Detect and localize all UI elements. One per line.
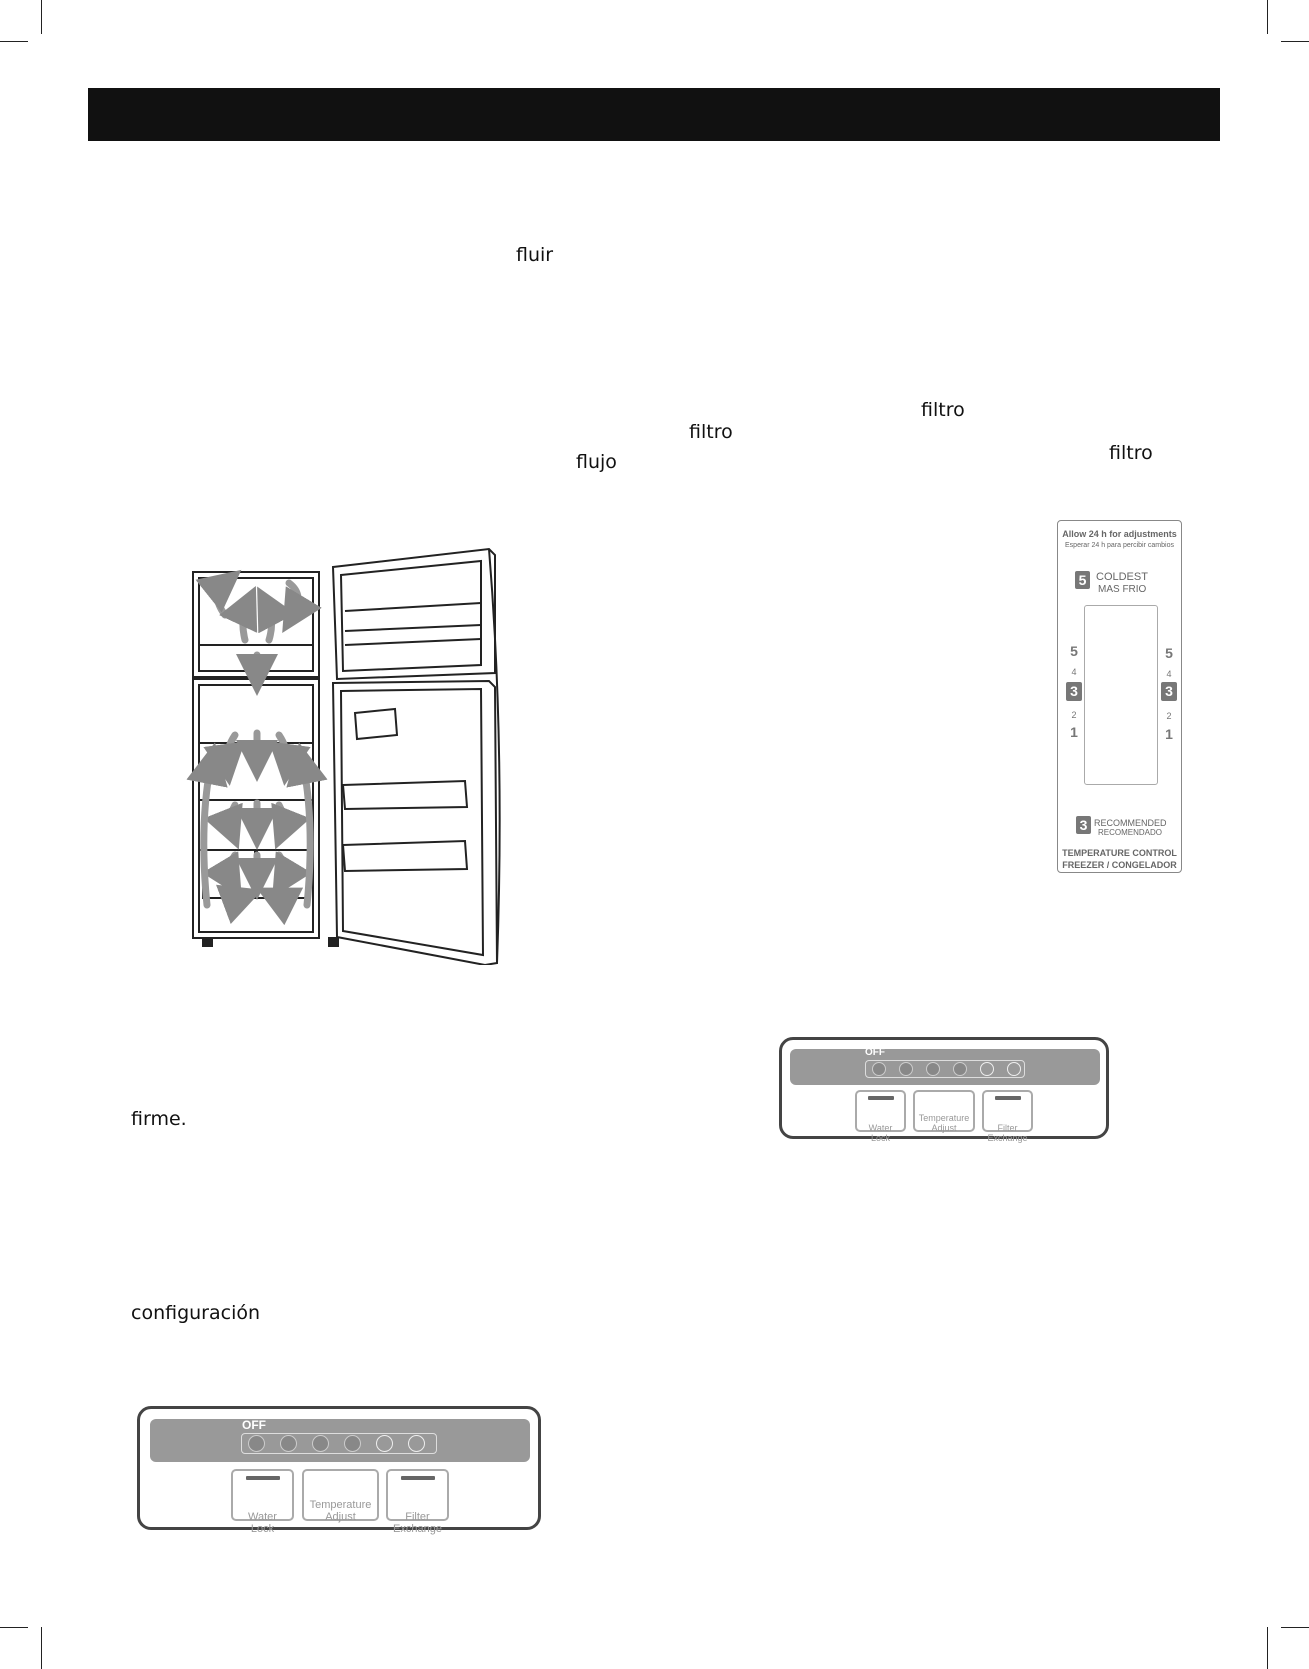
off-label: OFF	[865, 1047, 885, 1058]
recommended-label: RECOMMENDED	[1094, 818, 1167, 828]
filter-exchange-button[interactable]: Filter Exchange	[386, 1469, 449, 1535]
text-fluir: fluir	[516, 244, 554, 266]
text-filtro-3: filtro	[1109, 442, 1153, 464]
filter-exchange-button[interactable]: Filter Exchange	[982, 1090, 1033, 1143]
freezer-congelador-label: FREEZER / CONGELADOR	[1062, 860, 1177, 870]
level-indicator-track	[865, 1060, 1025, 1078]
level-dot	[899, 1062, 913, 1076]
crop-mark	[1267, 0, 1268, 34]
mas-frio-label: MAS FRIO	[1098, 584, 1147, 595]
control-panel-small: OFF Water Lock Temperature Adjust Filter…	[779, 1037, 1109, 1143]
level-dot	[312, 1435, 329, 1452]
water-lock-button[interactable]: Water Lock	[855, 1090, 906, 1143]
panel-strip	[790, 1049, 1100, 1085]
scale-left-4: 4	[1071, 667, 1077, 677]
filter-exchange-label: Filter Exchange	[987, 1122, 1028, 1143]
crop-mark	[1281, 41, 1309, 42]
panel-strip	[150, 1419, 530, 1462]
temperature-control-dial[interactable]: Allow 24 h for adjustments Esperar 24 h …	[1057, 520, 1182, 873]
scale-left-2: 2	[1071, 710, 1077, 720]
coldest-label: COLDEST	[1096, 571, 1148, 583]
off-label: OFF	[242, 1418, 266, 1432]
coldest-number-box: 5	[1075, 571, 1090, 589]
level-dot	[926, 1062, 940, 1076]
temperature-adjust-button[interactable]: Temperature Adjust	[302, 1469, 379, 1524]
crop-mark	[41, 1627, 42, 1669]
crop-mark	[0, 1627, 28, 1628]
level-dot	[980, 1062, 994, 1076]
crop-mark	[41, 0, 42, 34]
temperature-adjust-label: Temperature Adjust	[309, 1499, 372, 1524]
water-lock-indicator	[245, 1476, 280, 1480]
section-header-bar	[88, 88, 1220, 141]
level-dot	[344, 1435, 361, 1452]
refrigerator-airflow-illustration	[186, 547, 501, 965]
filter-exchange-indicator	[400, 1476, 435, 1480]
temperature-control-title: TEMPERATURE CONTROL	[1062, 848, 1177, 858]
level-dot	[408, 1435, 425, 1452]
level-dot	[953, 1062, 967, 1076]
dial-slider-slot[interactable]	[1084, 605, 1158, 785]
temperature-adjust-button[interactable]: Temperature Adjust	[913, 1090, 975, 1133]
water-lock-indicator	[867, 1096, 894, 1100]
level-indicator-track	[241, 1433, 437, 1454]
scale-left-5: 5	[1070, 643, 1078, 659]
text-flujo: flujo	[576, 451, 617, 473]
scale-right-4: 4	[1166, 669, 1172, 679]
scale-right-1: 1	[1165, 726, 1173, 742]
crop-mark	[1267, 1627, 1268, 1669]
scale-right-2: 2	[1166, 711, 1172, 721]
filter-exchange-indicator	[994, 1096, 1021, 1100]
text-firme: firme.	[131, 1108, 187, 1130]
level-dot	[1007, 1062, 1021, 1076]
scale-right-5: 5	[1165, 645, 1173, 661]
level-dot	[872, 1062, 886, 1076]
control-panel-large: OFF Water Lock Temperature Adjust Filter…	[137, 1406, 541, 1535]
text-filtro-2: filtro	[689, 421, 733, 443]
dial-allow-text: Allow 24 h for adjustments	[1062, 529, 1177, 539]
water-lock-label: Water Lock	[868, 1122, 893, 1143]
crop-mark	[0, 41, 28, 42]
level-dot	[376, 1435, 393, 1452]
scale-left-3-selected: 3	[1066, 682, 1082, 701]
temperature-adjust-label: Temperature Adjust	[918, 1112, 970, 1133]
scale-right-3-selected: 3	[1161, 682, 1177, 701]
recomendado-label: RECOMENDADO	[1098, 828, 1163, 837]
water-lock-button[interactable]: Water Lock	[231, 1469, 294, 1535]
crop-mark	[1281, 1627, 1309, 1628]
water-lock-label: Water Lock	[248, 1511, 277, 1536]
level-dot	[280, 1435, 297, 1452]
text-configuracion: configuración	[131, 1302, 261, 1324]
filter-exchange-label: Filter Exchange	[393, 1511, 442, 1536]
level-dot	[248, 1435, 265, 1452]
text-filtro-1: filtro	[921, 399, 965, 421]
scale-left-1: 1	[1070, 724, 1078, 740]
recommended-number-box: 3	[1076, 816, 1091, 834]
dial-esperar-text: Esperar 24 h para percibir cambios	[1065, 542, 1174, 549]
